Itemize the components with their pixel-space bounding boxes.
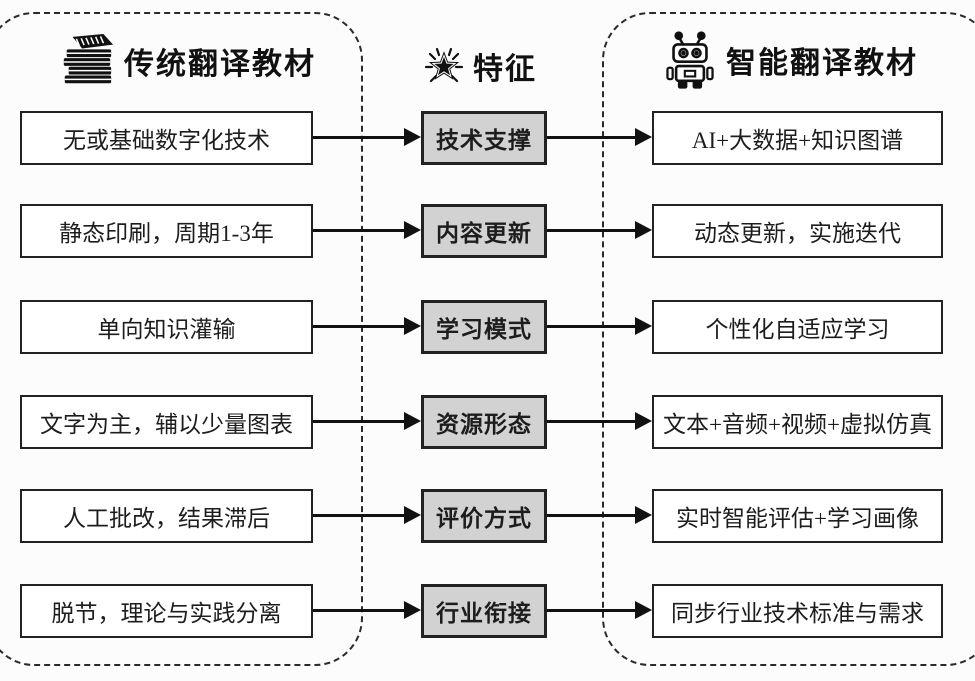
smart-item-box: 文本+音频+视频+虚拟仿真: [652, 395, 943, 449]
comparison-row: 脱节，理论与实践分离 行业衔接 同步行业技术标准与需求: [0, 584, 975, 638]
smart-title: 智能翻译教材: [726, 47, 918, 80]
smart-item-box: 个性化自适应学习: [652, 300, 943, 354]
arrow-right-icon: [547, 111, 652, 165]
arrow-right-icon: [313, 489, 421, 543]
traditional-item-box: 脱节，理论与实践分离: [20, 584, 313, 638]
traditional-item-box: 单向知识灌输: [20, 300, 313, 354]
sparkle-star-icon: [424, 45, 464, 87]
feature-box: 行业衔接: [421, 584, 547, 638]
arrow-right-icon: [313, 395, 421, 449]
smart-item-box: AI+大数据+知识图谱: [652, 111, 943, 165]
feature-box: 评价方式: [421, 489, 547, 543]
traditional-panel: [0, 12, 363, 666]
feature-box: 技术支撑: [421, 111, 547, 165]
robot-icon: [664, 28, 716, 92]
arrow-right-icon: [547, 584, 652, 638]
comparison-row: 无或基础数字化技术 技术支撑 AI+大数据+知识图谱: [0, 111, 975, 165]
comparison-row: 人工批改，结果滞后 评价方式 实时智能评估+学习画像: [0, 489, 975, 543]
feature-box: 学习模式: [421, 300, 547, 354]
arrow-right-icon: [313, 584, 421, 638]
traditional-header: 传统翻译教材: [56, 32, 316, 90]
features-title: 特征: [473, 53, 537, 86]
feature-box: 内容更新: [421, 204, 547, 258]
traditional-title: 传统翻译教材: [124, 48, 316, 81]
arrow-right-icon: [547, 489, 652, 543]
features-header: 特征: [424, 44, 537, 88]
arrow-right-icon: [313, 204, 421, 258]
comparison-row: 文字为主，辅以少量图表 资源形态 文本+音频+视频+虚拟仿真: [0, 395, 975, 449]
arrow-right-icon: [547, 395, 652, 449]
traditional-item-box: 人工批改，结果滞后: [20, 489, 313, 543]
smart-item-box: 动态更新，实施迭代: [652, 204, 943, 258]
comparison-row: 静态印刷，周期1-3年 内容更新 动态更新，实施迭代: [0, 204, 975, 258]
smart-panel: [602, 12, 975, 666]
arrow-right-icon: [313, 111, 421, 165]
arrow-right-icon: [313, 300, 421, 354]
smart-item-box: 实时智能评估+学习画像: [652, 489, 943, 543]
smart-header: 智能翻译教材: [664, 26, 918, 94]
comparison-row: 单向知识灌输 学习模式 个性化自适应学习: [0, 300, 975, 354]
traditional-item-box: 文字为主，辅以少量图表: [20, 395, 313, 449]
traditional-item-box: 无或基础数字化技术: [20, 111, 313, 165]
arrow-right-icon: [547, 300, 652, 354]
traditional-item-box: 静态印刷，周期1-3年: [20, 204, 313, 258]
feature-box: 资源形态: [421, 395, 547, 449]
smart-item-box: 同步行业技术标准与需求: [652, 584, 943, 638]
books-stack-icon: [56, 33, 118, 89]
arrow-right-icon: [547, 204, 652, 258]
